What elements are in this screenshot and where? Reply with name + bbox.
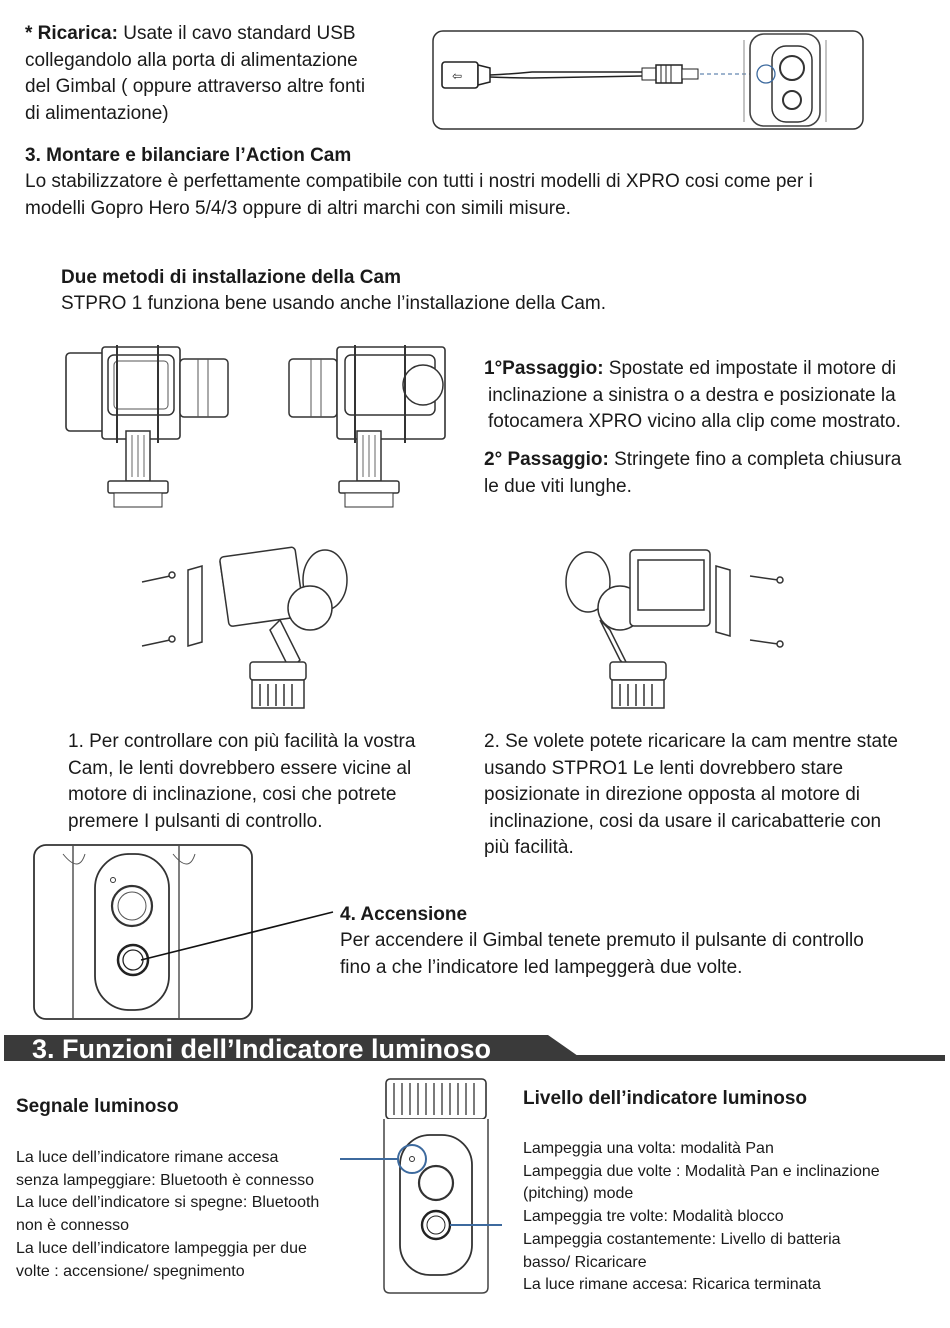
mount-line-1: Lo stabilizzatore è perfettamente compat… [25,171,813,192]
exploded-gimbal-left [141,546,348,709]
step1-label: 1°Passaggio: [484,358,604,379]
note2-line-1: 2. Se volete potete ricaricare la cam me… [484,731,898,752]
note1-line-1: 1. Per controllare con più facilità la v… [68,731,416,752]
level-heading: Livello dell’indicatore luminoso [523,1088,807,1109]
signal-line: La luce dell’indicatore lampeggia per du… [16,1239,307,1257]
signal-line: La luce dell’indicatore rimane accesa [16,1149,279,1166]
level-line: Lampeggia una volta: modalità Pan [523,1140,774,1157]
level-line: basso/ Ricaricare [523,1253,647,1271]
power-on-line-1: Per accendere il Gimbal tenete premuto i… [340,930,864,951]
step2-text: Stringete fino a completa chiusura [608,449,902,470]
step2-line-1: 2° Passaggio: Stringete fino a completa … [484,447,944,474]
level-line: Lampeggia costantemente: Livello di batt… [523,1230,841,1248]
note1-line-4: premere I pulsanti di controllo. [68,810,323,832]
level-line: Lampeggia tre volte: Modalità blocco [523,1208,784,1226]
recharge-line-4: di alimentazione) [25,102,169,124]
signal-list: La luce dell’indicatore rimane accesa se… [16,1147,366,1283]
signal-heading: Segnale luminoso [16,1096,179,1117]
note2-line-2: usando STPRO1 Le lenti dovrebbero stare [484,757,844,779]
control-button-closeup [33,844,334,1020]
level-list: Lampeggia una volta: modalità Pan Lampeg… [523,1138,948,1297]
signal-line: non è connesso [16,1217,129,1235]
step1-text: Spostate ed impostate il motore di [603,358,897,379]
mount-line-2: modelli Gopro Hero 5/4/3 oppure di altri… [25,197,571,219]
note2-paragraph: 2. Se volete potete ricaricare la cam me… [484,729,944,862]
section-banner-shape [4,1035,945,1061]
handle-indicator-illustration [340,1078,502,1294]
gimbal-illustration-left [65,345,229,508]
exploded-gimbal-right [565,549,784,709]
mount-heading: 3. Montare e bilanciare l’Action Cam [25,145,352,166]
step1-line-3: fotocamera XPRO vicino alla clip come mo… [488,411,901,432]
methods-text: STPRO 1 funziona bene usando anche l’ins… [61,293,606,314]
section-banner-title: 3. Funzioni dell’Indicatore luminoso [32,1034,492,1064]
recharge-text: Usate il cavo standard USB [117,23,356,44]
step1-line-2: inclinazione a sinistra o a destra e pos… [488,384,896,406]
recharge-line-1: * Ricarica: Usate il cavo standard USB [25,21,425,48]
power-on-paragraph: Per accendere il Gimbal tenete premuto i… [340,928,940,981]
methods-heading: Due metodi di installazione della Cam [61,267,401,288]
recharge-paragraph: * Ricarica: Usate il cavo standard USB c… [25,21,425,127]
recharge-line-3: del Gimbal ( oppure attraverso altre fon… [25,76,366,97]
note2-line-4: inclinazione, cosi da usare il caricabat… [484,810,882,832]
note2-line-5: più facilità. [484,837,574,858]
power-on-line-2: fino a che l’indicatore led lampeggerà d… [340,956,743,978]
level-line: La luce rimane accesa: Ricarica terminat… [523,1276,821,1294]
note1-paragraph: 1. Per controllare con più facilità la v… [68,729,468,835]
signal-line: senza lampeggiare: Bluetooth è connesso [16,1171,314,1189]
signal-line: volte : accensione/ spegnimento [16,1262,245,1280]
power-on-heading: 4. Accensione [340,904,468,925]
recharge-label: * Ricarica: [25,23,118,44]
step2-label: 2° Passaggio: [484,449,609,470]
gimbal-illustration-right [288,345,446,508]
recharge-line-2: collegandolo alla porta di alimentazione [25,49,358,71]
note2-line-3: posizionate in direzione opposta al moto… [484,784,861,805]
note1-line-2: Cam, le lenti dovrebbero essere vicine a… [68,757,412,779]
usb-cable-illustration: ⇦ [432,30,864,130]
step2-line-2: le due viti lunghe. [484,475,632,497]
level-line: Lampeggia due volte : Modalità Pan e inc… [523,1162,880,1180]
level-line: (pitching) mode [523,1185,634,1203]
step2-paragraph: 2° Passaggio: Stringete fino a completa … [484,447,944,500]
svg-text:⇦: ⇦ [452,69,462,83]
step1-line-1: 1°Passaggio: Spostate ed impostate il mo… [484,356,944,383]
step1-paragraph: 1°Passaggio: Spostate ed impostate il mo… [484,356,944,436]
mount-paragraph: Lo stabilizzatore è perfettamente compat… [25,169,935,222]
note1-line-3: motore di inclinazione, cosi che potrete [68,784,397,805]
signal-line: La luce dell’indicatore si spegne: Bluet… [16,1194,320,1212]
